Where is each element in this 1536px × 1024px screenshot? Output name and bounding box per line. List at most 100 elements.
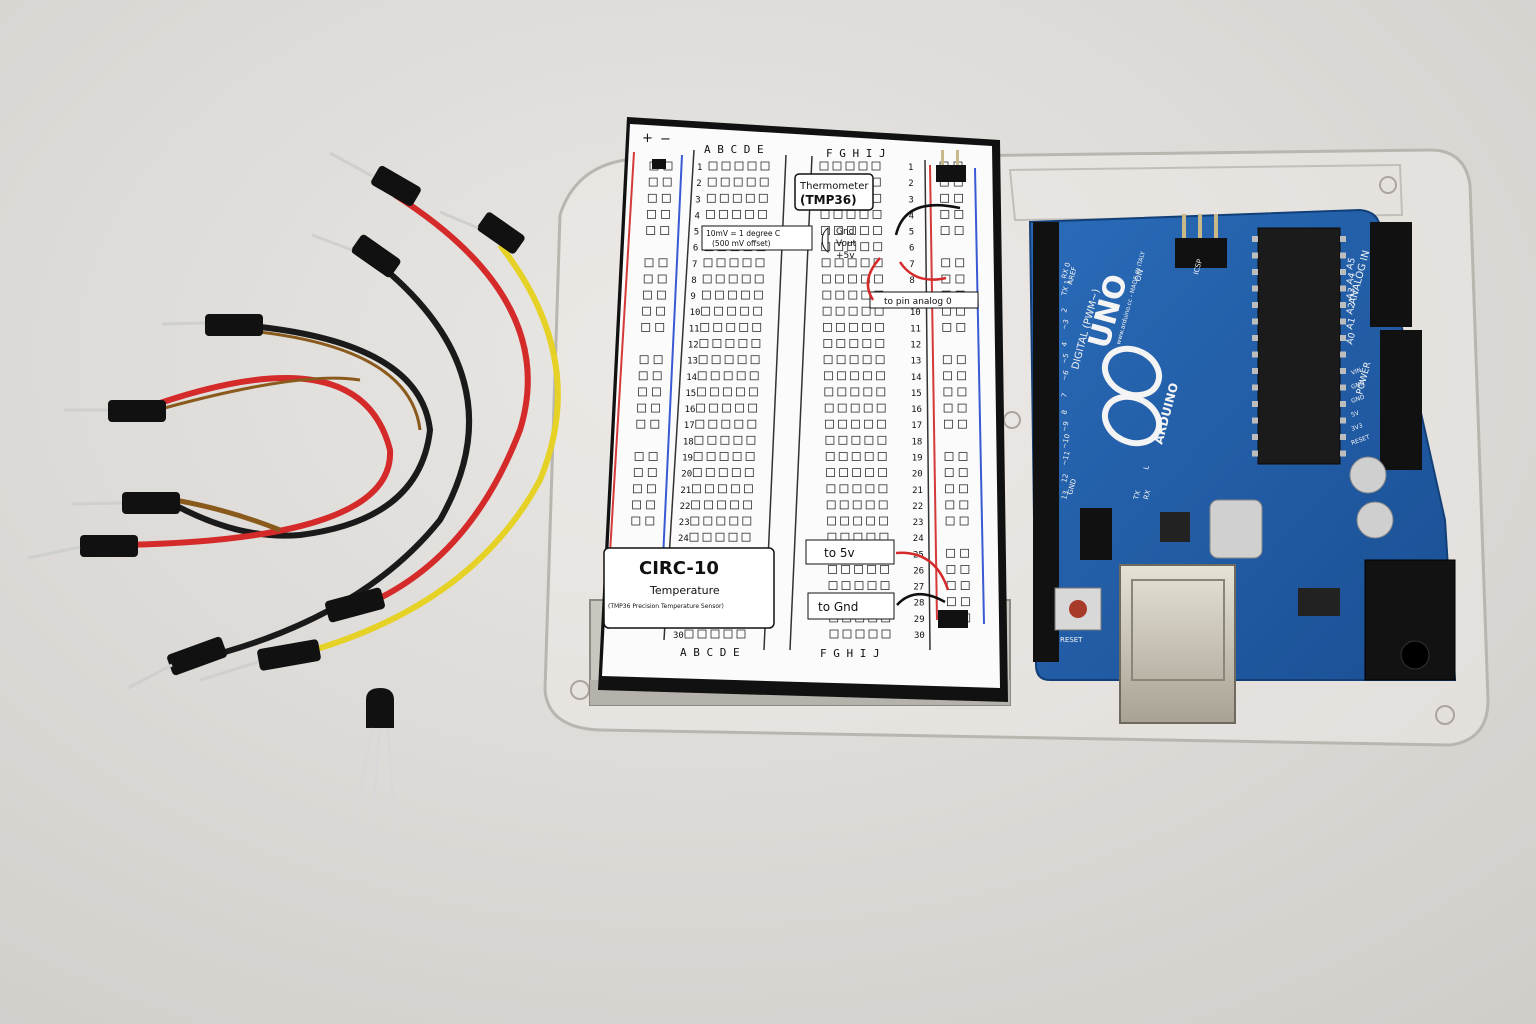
breadboard-hole (853, 516, 862, 526)
power-header-right (1380, 330, 1422, 470)
breadboard-hole (719, 452, 729, 461)
chip-pin (1340, 285, 1346, 292)
row-number: 22 (912, 502, 923, 512)
breadboard-hole (851, 435, 861, 445)
jumper-wires (27, 151, 561, 690)
chip-pin (1252, 285, 1258, 292)
sheet-wire-red-bottom (895, 551, 950, 591)
tmp36-sensor (350, 688, 397, 836)
rail-hole (956, 355, 966, 365)
chip-pin (1340, 417, 1346, 424)
rail-hole (940, 193, 949, 203)
rail-hole (958, 468, 968, 478)
breadboard-hole (746, 177, 756, 187)
rail-hole (940, 209, 950, 219)
atmega-chip (1257, 227, 1341, 465)
breadboard-hole (700, 322, 710, 332)
breadboard-hole (731, 484, 740, 494)
breadboard-hole (736, 387, 745, 397)
component-part: (TMP36) (800, 193, 857, 207)
breadboard-hole (825, 452, 835, 461)
breadboard-hole (758, 193, 768, 203)
breadboard-hole (701, 306, 710, 316)
breadboard-hole (717, 500, 726, 510)
breadboard-hole (708, 161, 718, 171)
rail-hole (639, 355, 649, 365)
analog-pin-label: A4 (1345, 271, 1358, 285)
rail-hole (636, 419, 646, 429)
row-number: 27 (913, 583, 924, 593)
rail-blue-right (974, 167, 985, 625)
usb-b-connector (1119, 564, 1236, 724)
rail-hole (947, 597, 956, 607)
row-number: 23 (679, 518, 690, 528)
breadboard-hole (719, 193, 729, 203)
breadboard-hole (697, 387, 706, 397)
pin-5v-label: +5v (836, 251, 855, 261)
breadboard-hole (835, 306, 845, 316)
rail-hole (653, 355, 663, 365)
breadboard-hole (838, 435, 848, 445)
breadboard-hole (848, 290, 858, 300)
breadboard-hole (837, 403, 847, 413)
breadboard-hole (879, 516, 888, 526)
breadboard-hole (733, 177, 743, 187)
rail-hole (956, 322, 966, 332)
rail-hole (657, 290, 666, 300)
power-pin-label: VIN (1350, 367, 1362, 377)
breadboard-hole (864, 435, 874, 445)
on-led-label: ON (1133, 268, 1145, 282)
wire-red (363, 192, 531, 608)
breadboard-hole (732, 452, 742, 461)
usb-chip (1160, 512, 1190, 542)
breadboard-hole (708, 419, 718, 429)
breadboard-hole (836, 339, 846, 348)
rail-hole (642, 306, 651, 316)
row-number: 23 (913, 518, 924, 528)
rail-hole (647, 209, 656, 219)
breadboard-hole (734, 161, 744, 171)
rail-hole (643, 274, 653, 284)
digital-pin-label: 7 (1060, 392, 1069, 398)
chip-pin (1340, 368, 1346, 374)
rail-hole (632, 500, 641, 510)
breadboard-hole (858, 161, 868, 171)
breadboard-hole (728, 532, 738, 542)
digital-pin-label: ~5 (1060, 352, 1070, 364)
rail-minus-label: − (660, 132, 671, 147)
row-number: 14 (686, 373, 697, 383)
breadboard-hole (822, 290, 832, 300)
breadboard-hole (729, 258, 739, 268)
rail-plus-label: + (642, 131, 653, 146)
rail-hole (650, 419, 660, 429)
row-number: 5 (694, 228, 699, 238)
circuit-overlay-sheet: + − A B C D E F G H I J A B C D E F G H … (598, 117, 1008, 702)
breadboard-hole (873, 242, 883, 252)
digital-pin-label: ~9 (1060, 420, 1070, 432)
breadboard-hole (751, 339, 761, 348)
breadboard-hole (875, 322, 884, 332)
breadboard-hole (880, 565, 889, 574)
chip-pin (1252, 368, 1258, 374)
breadboard-hole (728, 274, 738, 284)
rail-hole (946, 548, 955, 558)
row-number: 4 (695, 211, 700, 221)
chip-pin (1252, 351, 1258, 358)
breadboard-hole (707, 177, 717, 187)
breadboard-hole (881, 629, 891, 639)
breadboard-hole (741, 290, 750, 300)
chip-pin (1252, 384, 1258, 391)
breadboard-hole (729, 516, 739, 526)
breadboard-hole (839, 500, 849, 510)
breadboard-hole (839, 484, 849, 494)
breadboard-hole (823, 339, 833, 348)
breadboard-hole (697, 629, 707, 639)
breadboard-hole (876, 387, 886, 397)
chip-pin (1252, 236, 1258, 242)
arduino-logo (1101, 345, 1163, 447)
icsp-header-left (1080, 508, 1112, 560)
pin-gnd-label: Gnd (836, 227, 854, 237)
breadboard-hole (712, 339, 722, 348)
